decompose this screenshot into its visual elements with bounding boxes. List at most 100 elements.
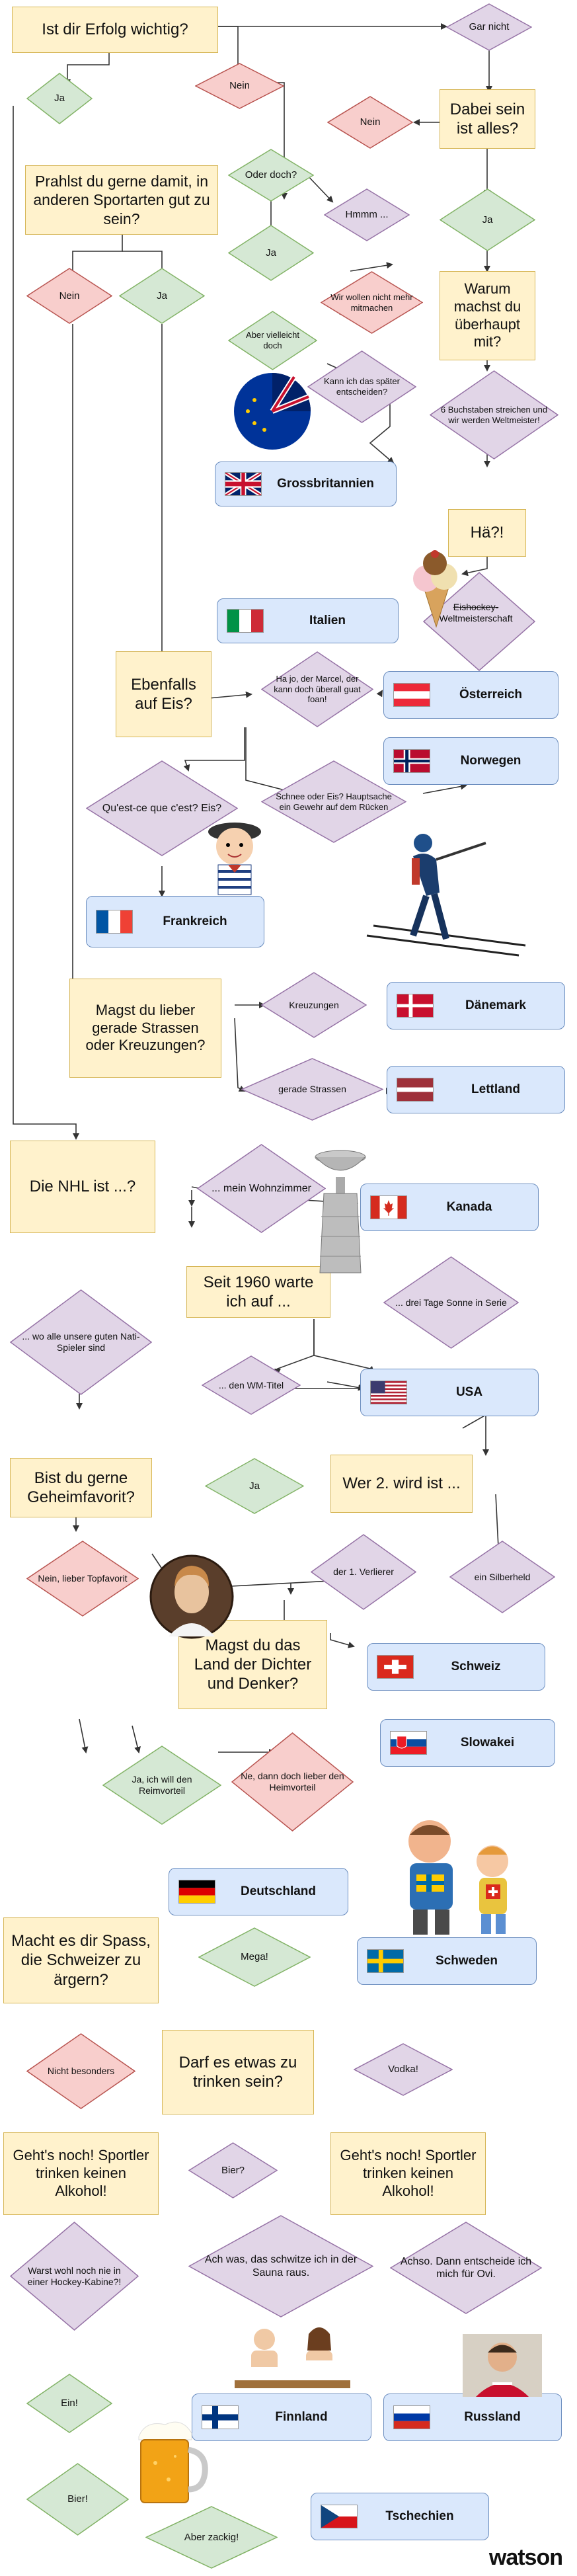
answer-gar-nicht: Gar nicht	[446, 3, 532, 51]
answer-ja-5-label: Ja	[249, 1480, 260, 1492]
answer-bier-q-label: Bier?	[221, 2164, 245, 2176]
beer-mug-icon	[129, 2417, 208, 2506]
country-ch: Schweiz	[367, 1643, 545, 1691]
answer-vodka: Vodka!	[354, 2043, 453, 2096]
country-it: Italien	[217, 598, 399, 643]
ice-cream-icon	[403, 549, 469, 628]
country-sk: Slowakei	[380, 1719, 555, 1767]
country-label: Norwegen	[460, 754, 521, 768]
answer-ne-dann: Ne, dann doch lieber den Heimvorteil	[231, 1732, 354, 1831]
answer-ach-was: Ach was, das schwitze ich in der Sauna r…	[188, 2215, 373, 2317]
flag-de-icon	[178, 1880, 215, 1904]
country-label: Italien	[309, 614, 346, 627]
country-label: Deutschland	[240, 1884, 317, 1898]
swiss-swedish-kids-icon	[380, 1812, 532, 1937]
watson-logo: watson	[488, 2545, 563, 2570]
country-gb: Grossbritannien	[215, 462, 397, 506]
sauna-people-icon	[235, 2321, 350, 2390]
answer-nicht-besonders-label: Nicht besonders	[47, 2066, 115, 2077]
flag-gb-icon	[225, 472, 262, 496]
flag-it-icon	[227, 609, 264, 633]
flag-ru-icon	[393, 2405, 430, 2429]
country-label: Lettland	[471, 1082, 520, 1096]
flag-lv-icon	[397, 1078, 434, 1102]
country-label: Österreich	[459, 688, 523, 702]
flag-no-icon	[393, 749, 430, 773]
answer-aber-vielleicht-label: Aber vielleicht doch	[246, 330, 299, 350]
question-dabei-sein: Dabei sein ist alles?	[440, 89, 535, 149]
question-strassen: Magst du lieber gerade Strassen oder Kre…	[69, 979, 221, 1078]
answer-achso: Achso. Dann entscheide ich mich für Ovi.	[390, 2222, 542, 2314]
country-lv: Lettland	[387, 1066, 565, 1113]
answer-kreuzungen: Kreuzungen	[261, 972, 367, 1038]
country-label: Slowakei	[460, 1736, 515, 1750]
answer-nein-3: Nein	[26, 268, 112, 324]
question-geheimfavorit: Bist du gerne Geheimfavorit?	[10, 1458, 152, 1517]
country-label: Finnland	[275, 2410, 328, 2424]
flag-dk-icon	[397, 994, 434, 1018]
flag-us-icon	[370, 1381, 407, 1404]
country-label: USA	[455, 1385, 483, 1399]
answer-wm-titel: ... den WM-Titel	[202, 1355, 301, 1415]
answer-drei-tage: ... drei Tage Sonne in Serie	[383, 1256, 519, 1349]
answer-mega: Mega!	[198, 1927, 311, 1987]
country-label: Tschechien	[385, 2509, 454, 2523]
answer-bier-q: Bier?	[188, 2142, 278, 2198]
answer-aber-vielleicht: Aber vielleicht doch	[228, 311, 317, 370]
answer-nein-2-label: Nein	[360, 116, 381, 128]
answer-wohnzimmer-label: ... mein Wohnzimmer	[212, 1182, 311, 1194]
country-de: Deutschland	[169, 1868, 348, 1915]
answer-nati: ... wo alle unsere guten Nati-Spieler si…	[10, 1289, 152, 1395]
answer-nein-lieber-label: Nein, lieber Topfavorit	[38, 1573, 128, 1584]
answer-silberheld-label: ein Silberheld	[474, 1571, 531, 1582]
answer-ja-4-label: Ja	[157, 290, 167, 302]
country-fr: Frankreich	[86, 896, 264, 947]
flag-fr-icon	[96, 910, 133, 934]
flag-se-icon	[367, 1949, 404, 1973]
answer-kreuzungen-label: Kreuzungen	[289, 999, 339, 1010]
flag-at-icon	[393, 683, 430, 707]
answer-ja-5: Ja	[205, 1458, 304, 1514]
answer-ein: Ein!	[26, 2374, 112, 2433]
answer-hajo: Ha jo, der Marcel, der kann doch überall…	[261, 651, 373, 727]
eishockey-strike: Eishockey-	[453, 602, 499, 612]
country-at: Österreich	[383, 671, 558, 719]
answer-kann-ich: Kann ich das später entscheiden?	[307, 350, 416, 423]
answer-ein-label: Ein!	[61, 2397, 78, 2409]
answer-oder-doch-label: Oder doch?	[245, 169, 297, 181]
answer-ja-will: Ja, ich will den Reimvorteil	[102, 1746, 221, 1825]
country-se: Schweden	[357, 1937, 537, 1985]
answer-nein-lieber: Nein, lieber Topfavorit	[26, 1541, 139, 1617]
answer-oder-doch: Oder doch?	[228, 149, 314, 202]
french-boy-icon	[198, 813, 271, 896]
answer-ne-dann-label: Ne, dann doch lieber den Heimvorteil	[241, 1771, 344, 1792]
question-erfolg: Ist dir Erfolg wichtig?	[12, 7, 218, 53]
answer-hajo-label: Ha jo, der Marcel, der kann doch überall…	[274, 674, 361, 705]
answer-verlierer-label: der 1. Verlierer	[333, 1566, 394, 1578]
country-ru: Russland	[383, 2394, 562, 2441]
answer-gar-nicht-label: Gar nicht	[469, 21, 510, 32]
eishockey-label: Eishockey-Weltmeisterschaft	[413, 602, 539, 624]
country-label: Frankreich	[163, 914, 227, 928]
answer-quest: Qu'est-ce que c'est? Eis?	[86, 760, 238, 856]
answer-kann-ich-label: Kann ich das später entscheiden?	[324, 376, 400, 397]
country-dk: Dänemark	[387, 982, 565, 1029]
question-prahlst: Prahlst du gerne damit, in anderen Sport…	[25, 165, 218, 235]
answer-hmmm-label: Hmmm ...	[345, 209, 389, 220]
answer-wir-wollen: Wir wollen nicht mehr mitmachen	[321, 271, 423, 334]
schiller-portrait-icon	[149, 1554, 235, 1640]
flag-ca-icon	[370, 1195, 407, 1219]
country-cz: Tschechien	[311, 2493, 489, 2540]
answer-silberheld: ein Silberheld	[449, 1541, 555, 1613]
question-trinken: Darf es etwas zu trinken sein?	[162, 2030, 314, 2114]
flag-fi-icon	[202, 2405, 239, 2429]
answer-bier-ex: Bier!	[26, 2463, 129, 2536]
answer-warst-wohl-label: Warst wohl noch nie in einer Hockey-Kabi…	[27, 2265, 122, 2287]
weltmeisterschaft-text: Weltmeisterschaft	[439, 612, 513, 624]
answer-ja-dabei: Ja	[440, 188, 535, 251]
answer-gerade-label: gerade Strassen	[278, 1084, 346, 1095]
country-label: Schweiz	[451, 1660, 501, 1673]
answer-nein-1-label: Nein	[229, 80, 250, 91]
answer-achso-label: Achso. Dann entscheide ich mich für Ovi.	[400, 2255, 532, 2280]
answer-ja-will-label: Ja, ich will den Reimvorteil	[132, 1774, 192, 1796]
